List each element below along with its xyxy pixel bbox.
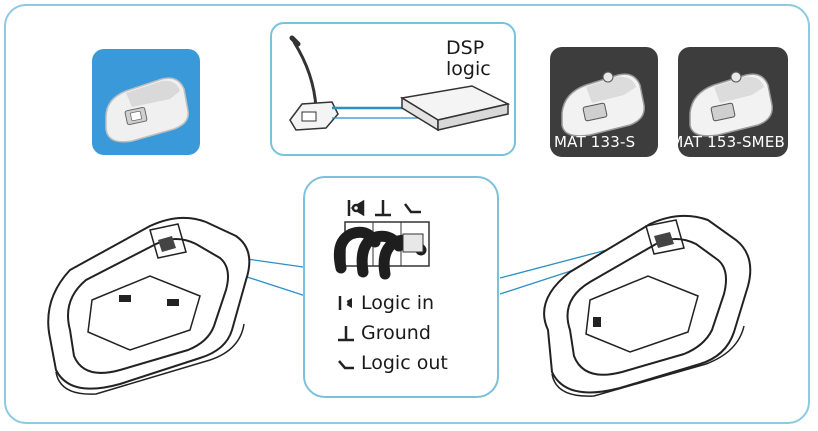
legend-label-logic-out: Logic out (361, 352, 448, 374)
model-tile-mat133s: MAT 133-S (550, 47, 658, 157)
mic-base-tile (92, 49, 200, 155)
dsp-inset (270, 22, 516, 156)
ground-icon (338, 326, 354, 342)
logic-in-icon (338, 296, 352, 310)
logic-out-icon (338, 360, 354, 370)
left-base-underside-icon (47, 216, 251, 395)
right-base-underside-icon (543, 214, 752, 397)
model-label-mat153smeb: MAT 153-SMEB (678, 133, 785, 151)
terminal-logic-in-icon (347, 199, 365, 217)
dsp-label-line2: logic (446, 58, 491, 80)
connector-detail-inset: Logic in Ground Logic out (303, 176, 499, 398)
model-label-mat133s: MAT 133-S (554, 133, 636, 151)
mat153smeb-mic-base-icon (689, 71, 773, 137)
mat133s-mic-base-icon (561, 71, 645, 137)
gooseneck-icon (292, 41, 318, 109)
terminal-ground-icon (375, 200, 391, 217)
dsp-logic-label: DSP logic (446, 38, 491, 80)
terminal-logic-out-icon (404, 203, 421, 214)
dsp-connection-illustration (289, 35, 511, 132)
legend-item-ground: Ground (337, 322, 431, 344)
mic-base-icon (105, 77, 189, 143)
model-tile-mat153smeb: MAT 153-SMEB (678, 47, 788, 157)
dsp-label-line1: DSP (446, 37, 485, 59)
legend-item-logic-out: Logic out (337, 352, 448, 374)
legend-label-ground: Ground (361, 322, 431, 344)
terminal-block-illustration (333, 199, 430, 280)
outer-frame (4, 4, 810, 424)
legend-item-logic-in: Logic in (337, 292, 434, 314)
legend-label-logic-in: Logic in (361, 292, 435, 314)
